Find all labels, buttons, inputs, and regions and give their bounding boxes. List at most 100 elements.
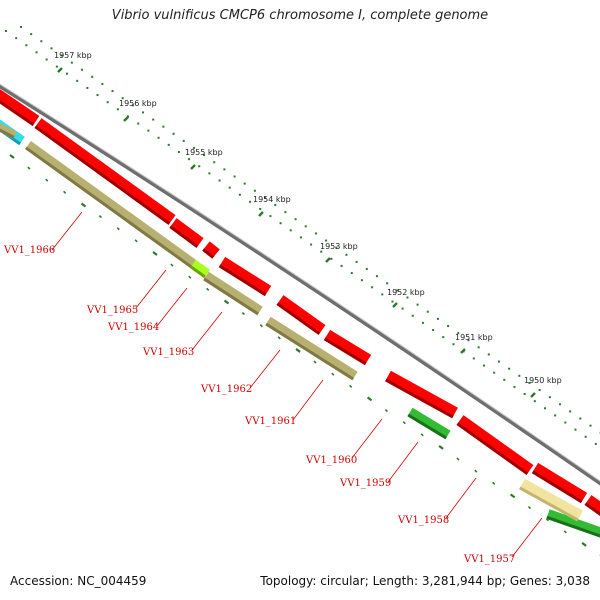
gene-label[interactable]: VV1_1959 xyxy=(339,478,391,489)
scale-dot xyxy=(569,410,572,413)
scale-dot xyxy=(208,172,211,175)
inner-tick xyxy=(9,154,15,159)
scale-dot xyxy=(274,203,277,206)
gene-label[interactable]: VV1_1964 xyxy=(107,322,159,333)
map-title: Vibrio vulnificus CMCP6 chromosome I, co… xyxy=(111,8,489,23)
inner-tick xyxy=(313,360,317,364)
scale-dot xyxy=(137,122,140,125)
scale-dot xyxy=(579,417,582,420)
cds-feature xyxy=(531,462,588,504)
scale-dot xyxy=(472,357,475,360)
scale-dot xyxy=(503,378,506,381)
scale-label: 1954 kbp xyxy=(253,195,291,204)
olive-feature-edge xyxy=(25,146,195,271)
chromosome-backbone xyxy=(0,83,600,486)
scale-label: 1955 kbp xyxy=(185,148,223,157)
scale-dot xyxy=(45,58,48,61)
olive-feature-body xyxy=(203,271,263,316)
inner-tick xyxy=(581,541,587,547)
cds-feature-body xyxy=(276,295,326,335)
scale-dot xyxy=(152,118,155,121)
gene-label[interactable]: VV1_1958 xyxy=(397,515,449,526)
green-feature xyxy=(546,509,600,539)
scale-dot xyxy=(253,189,256,192)
scale-dot xyxy=(213,161,216,164)
cds-feature-body xyxy=(218,256,272,297)
scale-dot xyxy=(60,54,63,57)
scale-dot xyxy=(203,154,206,157)
inner-tick xyxy=(402,421,406,425)
scale-dot xyxy=(426,310,429,313)
scale-dot xyxy=(91,75,94,78)
olive-feature xyxy=(0,121,17,139)
scale-dot xyxy=(381,293,384,296)
green-feature xyxy=(407,407,451,440)
scale-dot xyxy=(279,222,282,225)
scale-dot xyxy=(218,179,221,182)
scale-dot xyxy=(340,264,343,267)
scale-dot xyxy=(304,225,307,228)
gene-label[interactable]: VV1_1961 xyxy=(244,416,296,427)
scale-label: 1952 kbp xyxy=(387,288,425,297)
scale-dot xyxy=(436,317,439,320)
scale-dot xyxy=(228,186,231,189)
scale-dot xyxy=(147,129,150,132)
pale-feature-edge xyxy=(519,486,579,522)
scale-dot xyxy=(350,272,353,275)
scale-major-tick xyxy=(123,116,129,122)
pale-feature-body xyxy=(519,478,583,522)
scale-dot xyxy=(447,324,450,327)
inner-tick xyxy=(563,530,567,534)
scale-dot xyxy=(30,33,33,36)
cds-feature-edge xyxy=(169,225,199,248)
olive-feature-edge xyxy=(0,125,15,139)
scale-dot xyxy=(589,424,592,427)
scale-dot xyxy=(233,175,236,178)
gene-label[interactable]: VV1_1963 xyxy=(142,347,194,358)
scale-major-tick xyxy=(460,348,466,354)
scale-dot xyxy=(584,435,587,438)
green-feature-edge xyxy=(546,515,600,539)
lime-feature-edge xyxy=(190,265,206,279)
scale-dot xyxy=(335,246,338,249)
gene-label[interactable]: VV1_1966 xyxy=(3,245,55,256)
scale-dot xyxy=(518,374,521,377)
cds-feature-edge xyxy=(276,302,321,335)
scale-dot xyxy=(533,400,536,403)
scale-dot xyxy=(467,339,470,342)
gene-label[interactable]: VV1_1962 xyxy=(200,384,252,395)
cds-feature-body xyxy=(34,118,176,225)
scale-dot xyxy=(355,260,358,263)
cds-feature xyxy=(584,495,600,517)
scale-dot xyxy=(482,364,485,367)
lime-feature xyxy=(190,259,210,279)
genome-summary: Topology: circular; Length: 3,281,944 bp… xyxy=(260,574,590,588)
scale-dot xyxy=(493,371,496,374)
scale-dot xyxy=(66,72,69,75)
cds-feature-edge xyxy=(218,264,267,297)
gene-label[interactable]: VV1_1965 xyxy=(86,305,138,316)
scale-dot xyxy=(477,346,480,349)
gene-features xyxy=(0,88,600,539)
scale-dot xyxy=(396,289,399,292)
inner-tick xyxy=(80,202,87,208)
inner-tick xyxy=(27,166,31,170)
cds-feature-body xyxy=(531,462,588,504)
scale-dot xyxy=(76,79,79,82)
scale-dot xyxy=(442,336,445,339)
scale-dot xyxy=(223,168,226,171)
scale-dot xyxy=(121,97,124,100)
gene-label[interactable]: VV1_1957 xyxy=(463,554,515,565)
cds-feature xyxy=(218,256,272,297)
scale-dot xyxy=(548,396,551,399)
gene-label[interactable]: VV1_1960 xyxy=(305,455,357,466)
cds-feature xyxy=(34,118,176,225)
cds-feature xyxy=(323,329,372,366)
olive-feature-edge xyxy=(203,277,259,316)
scale-dot xyxy=(564,421,567,424)
scale-dot xyxy=(96,94,99,97)
scale-dot xyxy=(345,253,348,256)
scale-major-tick xyxy=(325,257,331,263)
